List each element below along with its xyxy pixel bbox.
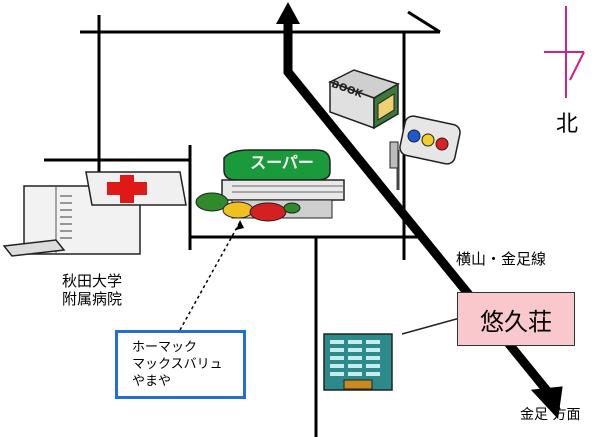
shops-callout: ホーマック マックスバリュ やまや xyxy=(115,330,246,399)
hospital-label: 秋田大学 附属病院 xyxy=(62,272,122,308)
compass-icon xyxy=(544,6,585,98)
main-route xyxy=(276,2,563,420)
banana-icon xyxy=(222,201,254,219)
destination-leader-line xyxy=(401,317,461,335)
shop-item: マックスバリュ xyxy=(132,357,223,372)
hospital-icon xyxy=(2,171,187,257)
shops-leader-line xyxy=(179,221,241,331)
hospital-label-line1: 秋田大学 xyxy=(62,272,123,290)
shops-list: ホーマック マックスバリュ やまや xyxy=(118,333,243,390)
destination-label: 悠久荘 xyxy=(457,292,575,346)
road-ne-spur xyxy=(407,10,441,34)
south-arrowhead xyxy=(530,386,563,420)
traffic-light-icon xyxy=(389,115,461,190)
shop-item: ホーマック xyxy=(132,340,198,355)
north-label: 北 xyxy=(556,112,579,137)
roads xyxy=(44,10,441,437)
pepper-icon xyxy=(249,202,287,222)
supermarket-icon xyxy=(195,149,345,222)
hospital-label-line2: 附属病院 xyxy=(62,290,123,308)
route-name-label: 横山・金足線 xyxy=(456,250,547,268)
bookstore-icon xyxy=(328,69,400,130)
vegetable-icon xyxy=(195,192,229,212)
destination-building-icon xyxy=(323,333,393,391)
north-arrowhead xyxy=(276,2,300,24)
supermarket-sign: スーパー xyxy=(250,153,314,172)
shop-item: やまや xyxy=(132,374,172,389)
direction-label: 金足 方面 xyxy=(520,407,581,423)
